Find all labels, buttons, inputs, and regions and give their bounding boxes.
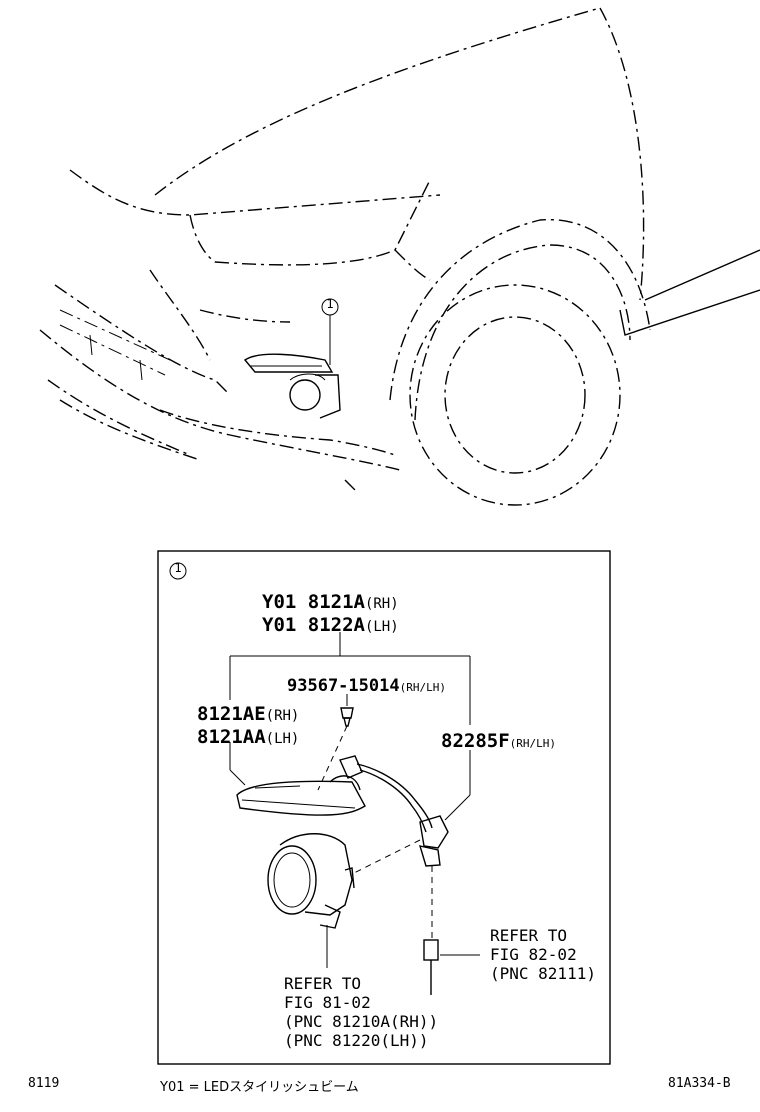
refer-wire-line-1: REFER TO bbox=[490, 926, 568, 945]
wire-side: (RH/LH) bbox=[509, 737, 556, 750]
bulb-label: 93567-15014(RH/LH) bbox=[287, 676, 446, 696]
callout-circle-detail bbox=[169, 562, 187, 580]
assembly-lh-number: Y01 8122A bbox=[262, 614, 365, 636]
assembly-part-numbers: Y01 8121A(RH) Y01 8122A(LH) bbox=[262, 592, 399, 638]
detail-frame bbox=[157, 550, 611, 1065]
callout-number-vehicle: 1 bbox=[326, 297, 334, 311]
refer-fog-line-3: (PNC 81210A(RH)) bbox=[284, 1012, 439, 1031]
lamp-rh-side: (RH) bbox=[265, 708, 300, 724]
figure-id: 81A334-B bbox=[668, 1076, 731, 1091]
vehicle-front-illustration bbox=[39, 7, 760, 506]
wire-harness bbox=[339, 755, 449, 867]
fog-lamp bbox=[267, 833, 355, 929]
refer-wire-note: REFER TO FIG 82-02 (PNC 82111) bbox=[490, 926, 596, 983]
bulb-side: (RH/LH) bbox=[399, 681, 446, 694]
lamp-part-numbers: 8121AE(RH) 8121AA(LH) bbox=[197, 704, 299, 750]
assembly-rh-number: Y01 8121A bbox=[262, 591, 365, 613]
wire-part-number: 82285F bbox=[441, 730, 510, 752]
page-code: 8119 bbox=[28, 1076, 60, 1091]
assembly-rh-side: (RH) bbox=[364, 596, 399, 612]
bulb-part-number: 93567-15014 bbox=[287, 676, 400, 696]
refer-fog-line-1: REFER TO bbox=[284, 974, 362, 993]
lamp-lh-side: (LH) bbox=[265, 731, 300, 747]
led-bulb bbox=[340, 707, 354, 727]
lamp-rh-number: 8121AE bbox=[197, 703, 266, 725]
refer-fog-line-2: FIG 81-02 bbox=[284, 993, 371, 1012]
refer-wire-line-3: (PNC 82111) bbox=[490, 964, 596, 983]
assembly-lh-side: (LH) bbox=[364, 619, 399, 635]
callout-number-detail: 1 bbox=[174, 561, 182, 575]
wire-label: 82285F(RH/LH) bbox=[441, 730, 556, 752]
refer-wire-line-2: FIG 82-02 bbox=[490, 945, 577, 964]
connector bbox=[423, 939, 439, 995]
refer-fog-note: REFER TO FIG 81-02 (PNC 81210A(RH)) (PNC… bbox=[284, 974, 438, 1050]
fog-lamp-on-vehicle bbox=[243, 353, 341, 419]
refer-fog-line-4: (PNC 81220(LH)) bbox=[284, 1031, 429, 1050]
legend-note: Y01 = LEDスタイリッシュビーム bbox=[160, 1080, 359, 1095]
daytime-running-lamp bbox=[236, 775, 366, 816]
lamp-lh-number: 8121AA bbox=[197, 726, 266, 748]
